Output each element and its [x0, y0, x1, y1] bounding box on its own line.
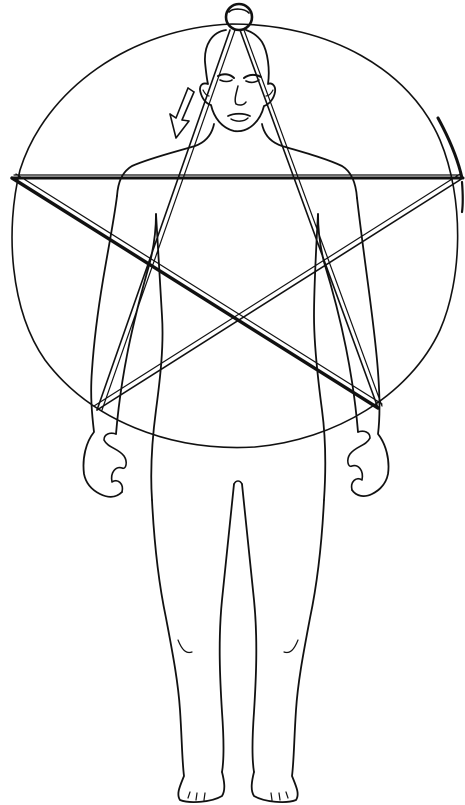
arrow-icon — [170, 88, 194, 138]
head — [200, 30, 275, 131]
body-outline — [83, 124, 388, 802]
crown-circle — [226, 4, 252, 30]
